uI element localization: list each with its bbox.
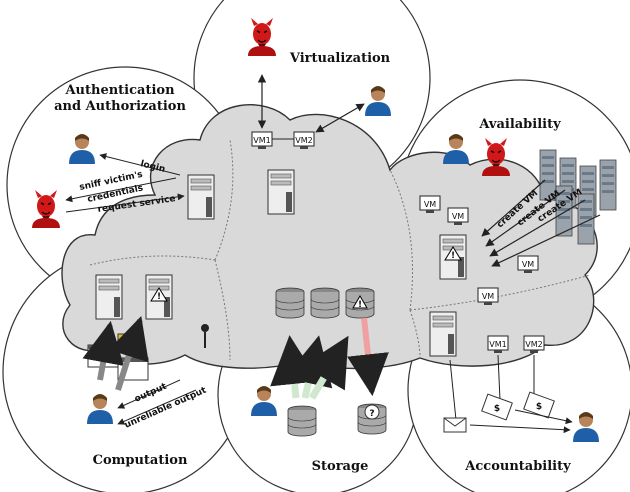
virtualization-group: VM1 VM2 <box>247 17 391 215</box>
botnet-rack-4 <box>599 159 617 211</box>
upload-arrow-2 <box>108 315 149 391</box>
corrupt-arrow <box>347 317 389 397</box>
auth-server-icon <box>187 174 215 220</box>
question-icon <box>364 404 380 420</box>
user-arrow <box>315 103 365 133</box>
vm2-label: VM2 <box>295 136 312 145</box>
title-computation: Computation <box>93 453 188 468</box>
bill-icon <box>523 391 555 419</box>
vm1-label: VM1 <box>253 136 270 145</box>
create-vm-arrow-4 <box>491 214 601 267</box>
storage-db-1 <box>275 287 305 319</box>
upload-arrow-1 <box>82 320 124 381</box>
title-auth-line2: and Authorization <box>54 99 186 114</box>
create-vm-arrow-3 <box>489 199 586 257</box>
vm-label: VM <box>424 200 436 209</box>
warning-icon <box>150 287 168 302</box>
bill-arrow-1 <box>469 424 571 434</box>
sniff-arrow <box>65 177 177 203</box>
vm-label: VM <box>452 212 464 221</box>
title-virtualization: Virtualization <box>289 51 391 66</box>
output-arrow <box>117 379 181 409</box>
log-line-2 <box>497 354 501 401</box>
unreliable-output-arrow <box>117 389 197 425</box>
vm-label: VM <box>522 260 534 269</box>
host-server-icon <box>267 169 295 215</box>
question-mark: ? <box>369 409 374 419</box>
vm1-label: VM1 <box>489 340 506 349</box>
dollar-mark: $ <box>494 404 500 414</box>
warning-mark: ! <box>358 300 362 310</box>
malicious-admin-icon <box>201 324 209 332</box>
dollar-mark: $ <box>536 402 542 412</box>
cloud-dividers <box>89 139 591 361</box>
accountability-group: VM1 VM2 $ $ <box>429 311 599 442</box>
provider-server-icon <box>429 311 457 357</box>
log-line-1 <box>449 359 457 421</box>
bill-arrow-2 <box>514 409 573 425</box>
create-vm-arrow-2 <box>485 189 566 247</box>
warning-mark: ! <box>157 292 161 302</box>
local-db <box>287 405 317 437</box>
warning-icon <box>444 246 462 261</box>
envelope-flap <box>443 417 467 427</box>
storage-group: ! ? <box>251 287 389 437</box>
app-window-2-bar <box>118 358 148 362</box>
compute-server-icon <box>95 274 123 320</box>
vm-label: VM <box>482 292 494 301</box>
bill-icon <box>481 393 513 421</box>
warning-icon <box>352 295 368 309</box>
title-auth-line1: Authentication <box>64 83 175 98</box>
storage-db-2 <box>310 287 340 319</box>
title-storage: Storage <box>312 459 369 474</box>
title-accountability: Accountability <box>464 459 571 474</box>
title-availability: Availability <box>478 117 561 132</box>
warning-mark: ! <box>451 251 455 261</box>
login-arrow <box>99 153 181 176</box>
lock-icon <box>117 333 127 344</box>
vm2-label: VM2 <box>525 340 542 349</box>
request-arrow <box>65 193 185 213</box>
create-vm-arrow-1 <box>481 179 546 237</box>
upload-arrow-3 <box>302 335 350 400</box>
